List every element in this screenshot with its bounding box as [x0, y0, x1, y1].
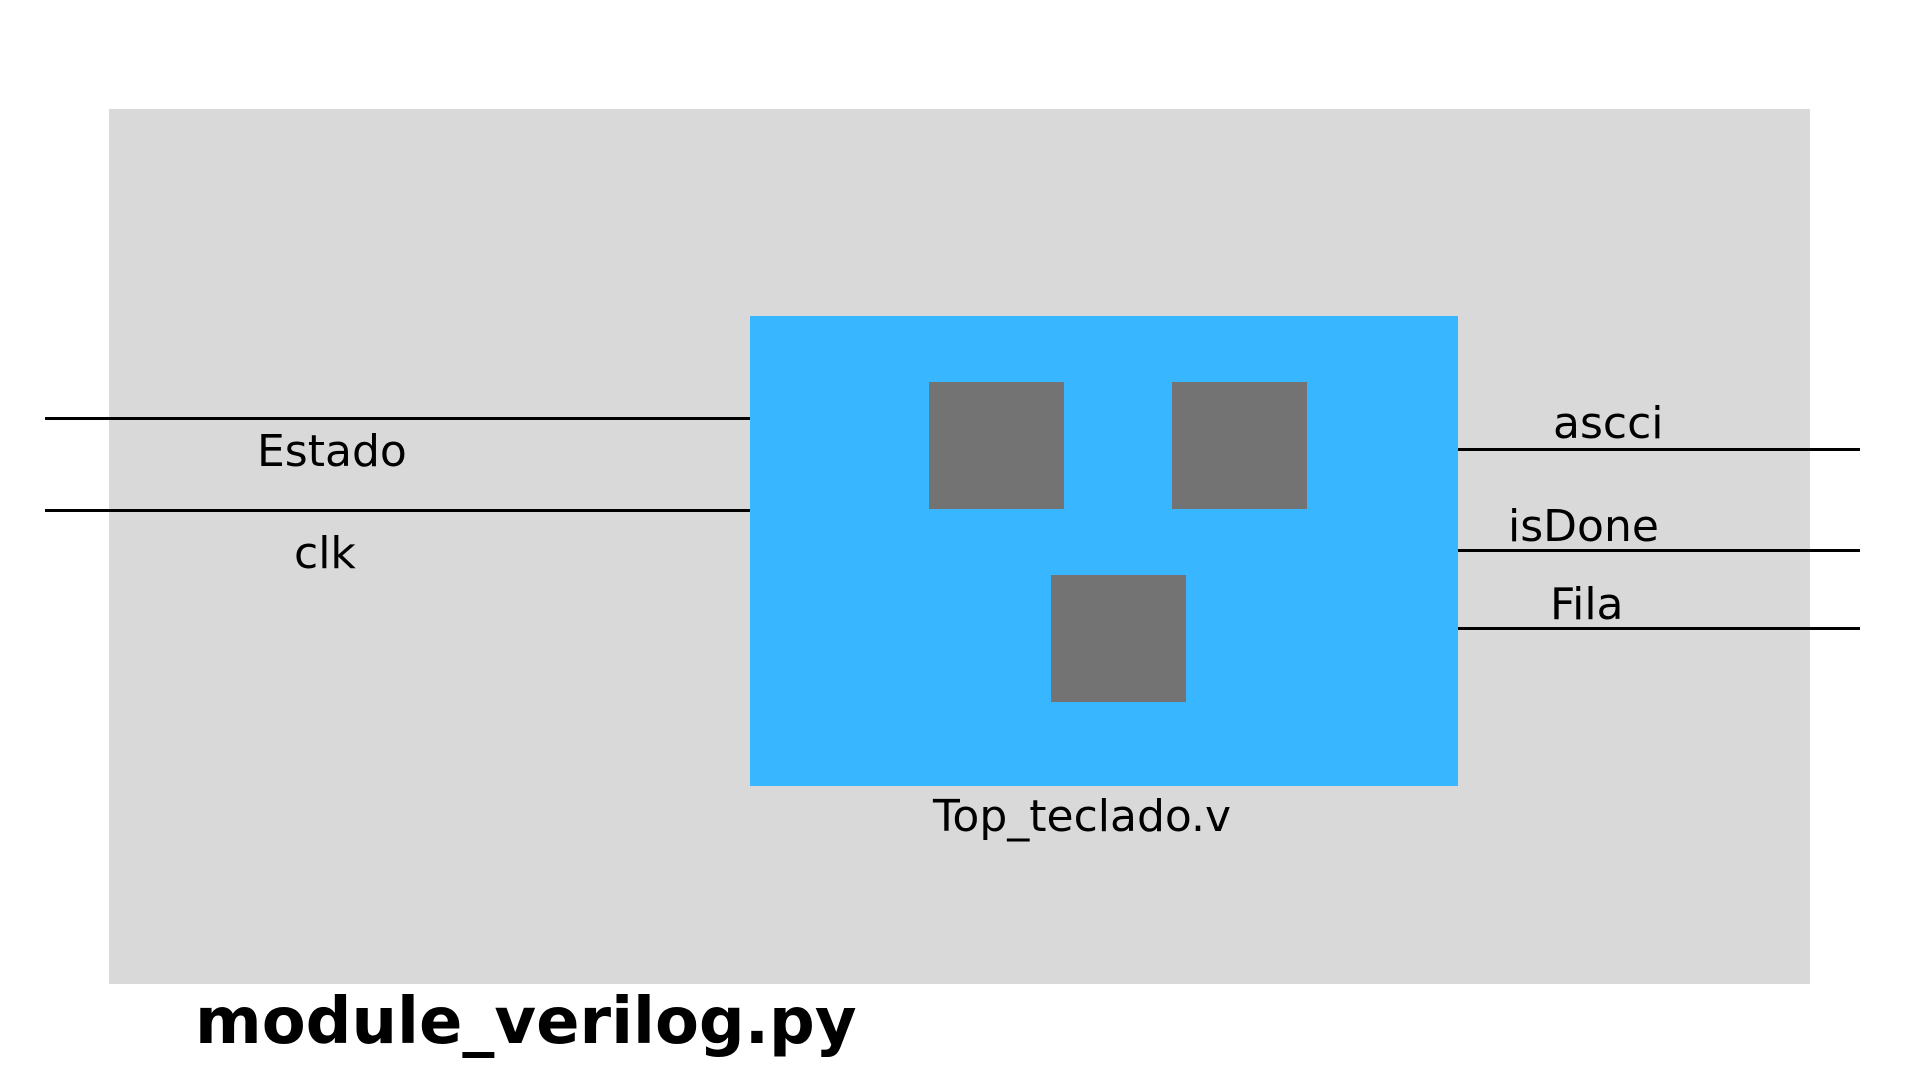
output-wire-isdone [1458, 549, 1860, 552]
outer-module-title: module_verilog.py [195, 985, 857, 1059]
input-wire-estado [45, 417, 750, 420]
inner-module-label: Top_teclado.v [933, 791, 1232, 842]
submodule-block [1172, 382, 1307, 509]
submodule-block [929, 382, 1064, 509]
input-label-clk: clk [294, 528, 356, 579]
input-wire-clk [45, 509, 750, 512]
inner-module-box [750, 316, 1458, 786]
output-label-fila: Fila [1550, 579, 1624, 630]
output-label-ascci: ascci [1553, 398, 1664, 449]
output-wire-ascci [1458, 448, 1860, 451]
output-label-isdone: isDone [1508, 501, 1659, 552]
submodule-block [1051, 575, 1186, 702]
output-wire-fila [1458, 627, 1860, 630]
input-label-estado: Estado [257, 426, 407, 477]
